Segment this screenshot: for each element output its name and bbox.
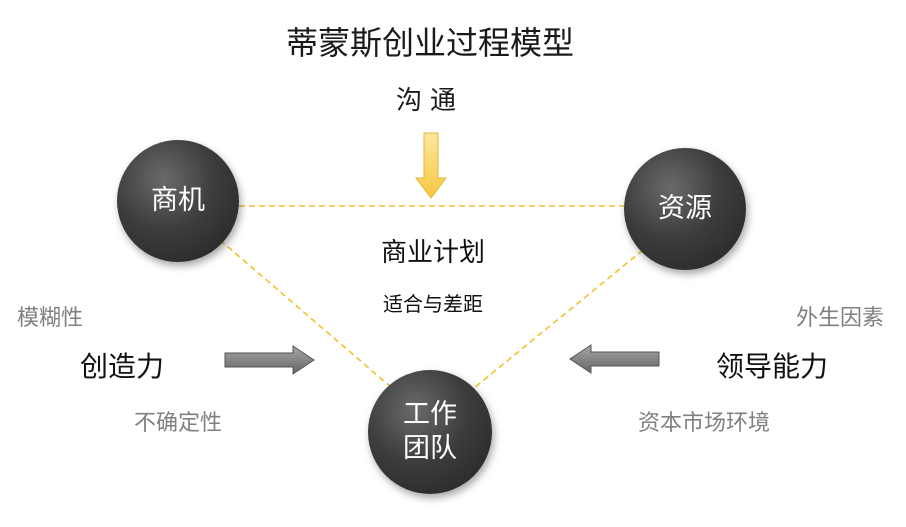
- node-team: 工作 团队: [368, 370, 492, 494]
- node-team-label-line1: 工作: [403, 399, 457, 431]
- node-opportunity: 商机: [117, 140, 239, 262]
- node-opportunity-label: 商机: [151, 185, 205, 217]
- uncertainty-label: 不确定性: [134, 411, 223, 436]
- node-resources: 资源: [624, 148, 746, 270]
- diagram-title: 蒂蒙斯创业过程模型: [285, 24, 574, 62]
- node-resources-label: 资源: [658, 193, 712, 225]
- leadership-arrow: [569, 344, 660, 374]
- creativity-arrow: [224, 345, 315, 375]
- capital-market-label: 资本市场环境: [638, 411, 771, 436]
- creativity-label: 创造力: [80, 350, 165, 383]
- node-team-label-line2: 团队: [403, 433, 457, 464]
- edge-opportunity-team: [219, 239, 393, 389]
- edge-resources-team: [473, 249, 644, 389]
- leadership-label: 领导能力: [716, 350, 829, 383]
- communication-label: 沟通: [395, 86, 464, 116]
- ambiguity-label: 模糊性: [17, 306, 84, 331]
- fit-gap-label: 适合与差距: [383, 292, 483, 316]
- business-plan-label: 商业计划: [380, 238, 485, 268]
- communication-arrow: [415, 132, 447, 199]
- external-factors-label: 外生因素: [796, 306, 885, 331]
